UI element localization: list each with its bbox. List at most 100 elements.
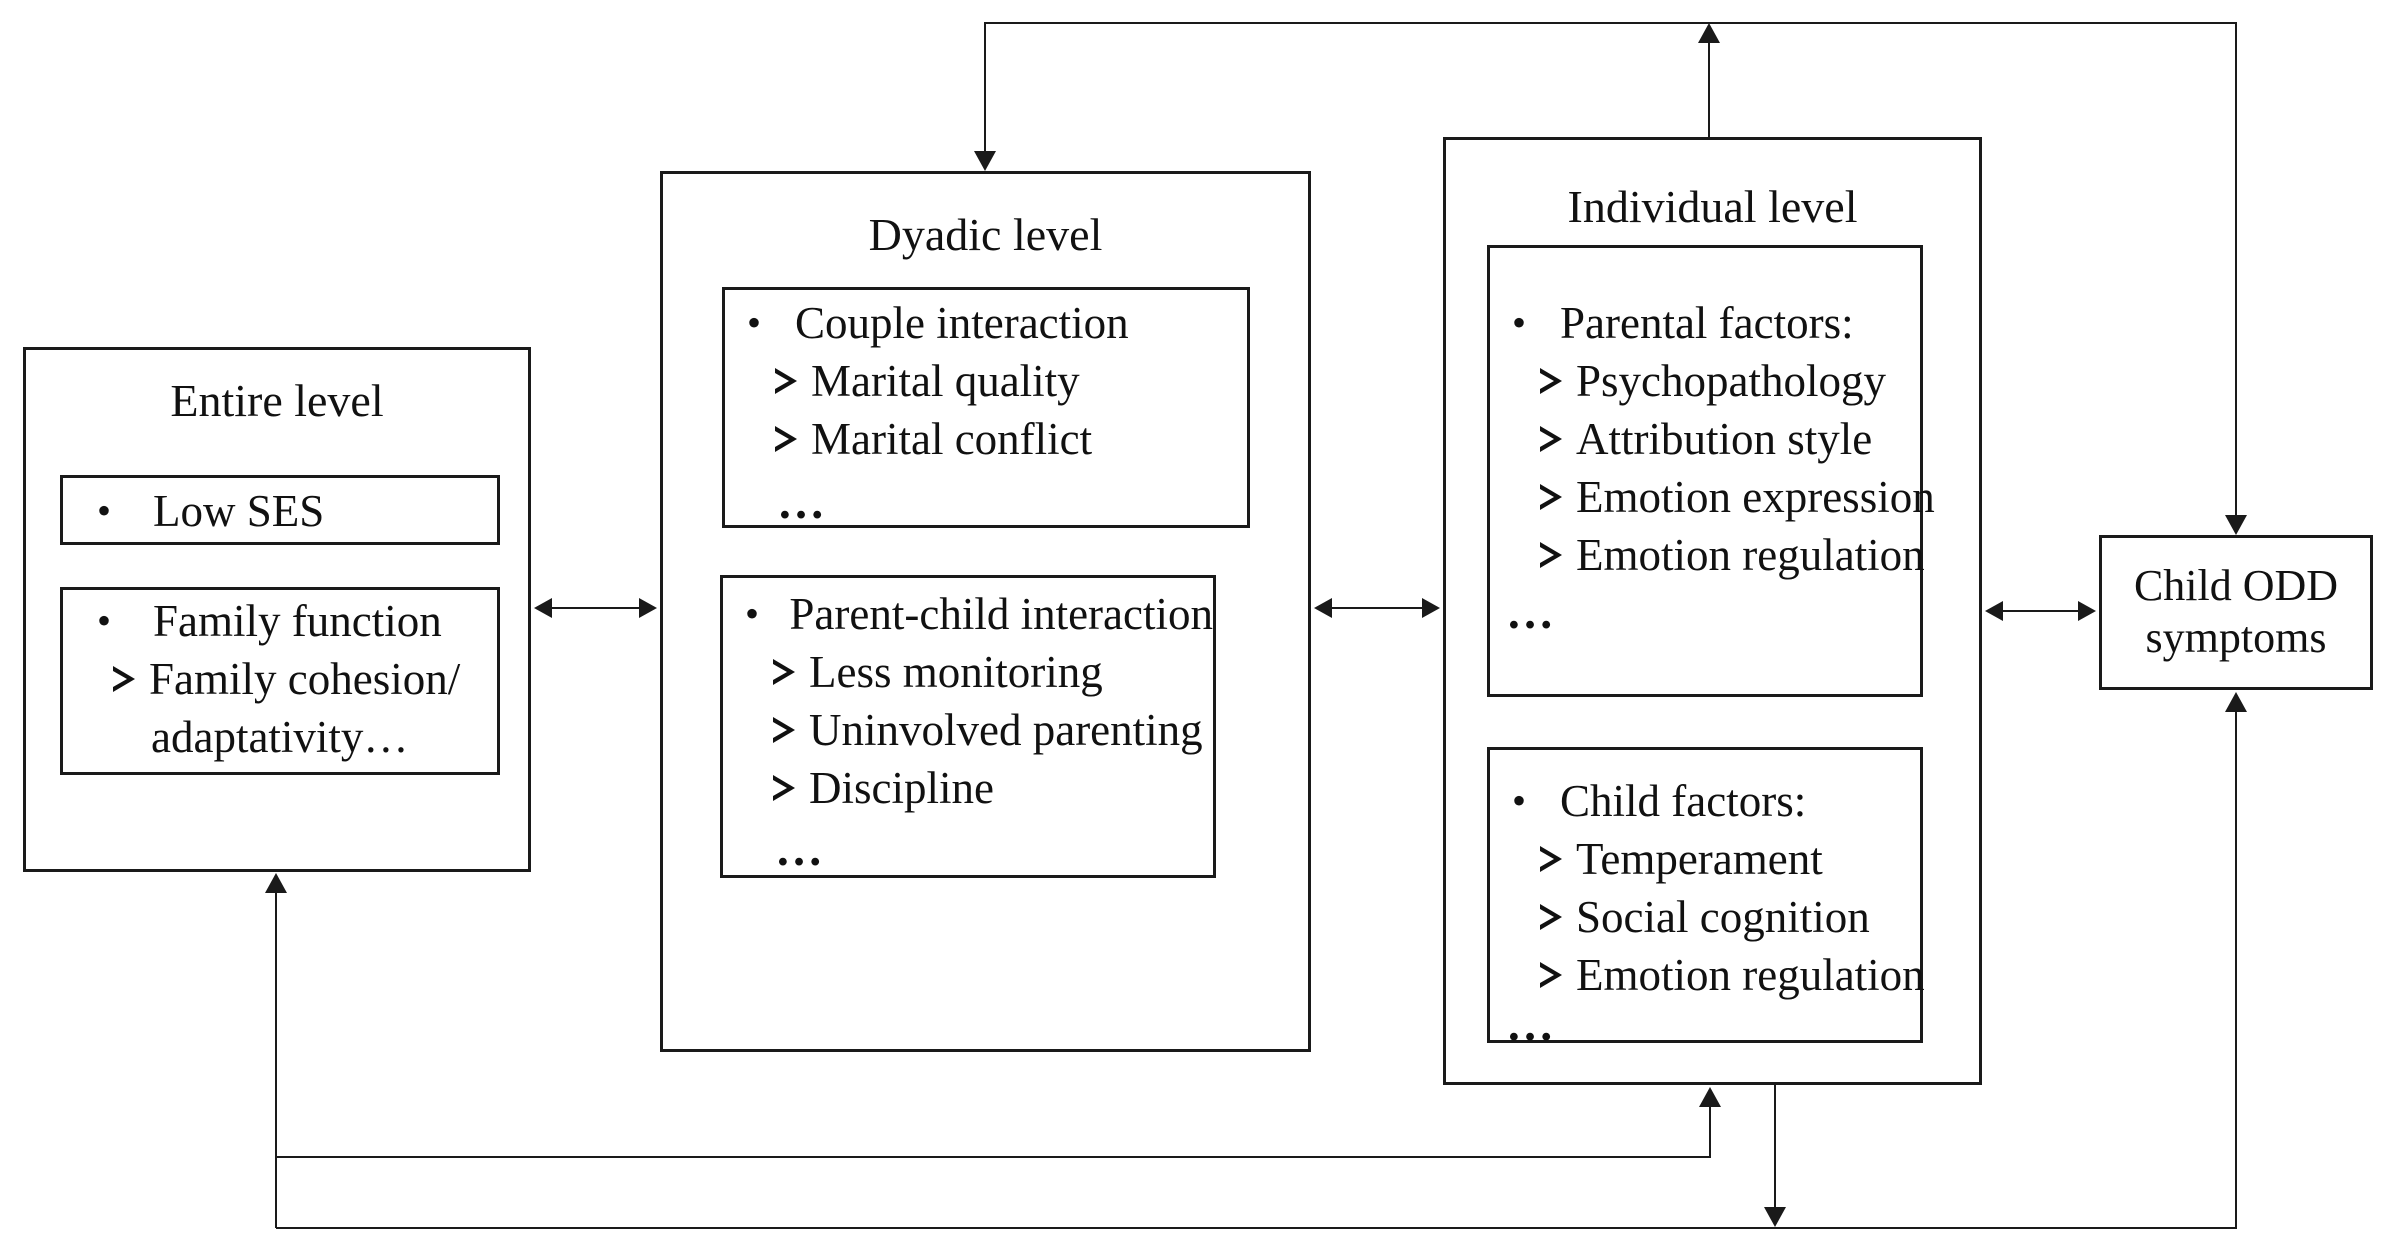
arrowhead-glyph-icon bbox=[773, 658, 805, 686]
arrowhead-glyph-icon bbox=[775, 367, 807, 395]
list-item: • Couple interaction bbox=[725, 290, 1247, 352]
arrowhead-into-individual-right-icon bbox=[1985, 601, 2003, 621]
list-item: • Parental factors: bbox=[1490, 248, 1920, 352]
sub-item-label: Temperament bbox=[1576, 834, 1823, 884]
outcome-label-line2: symptoms bbox=[2145, 613, 2327, 662]
arrowhead-into-dyadic-top-icon bbox=[974, 151, 996, 171]
arrowhead-glyph-icon bbox=[773, 774, 805, 802]
sub-item-label: Emotion regulation bbox=[1576, 950, 1925, 1000]
top-feedback-line bbox=[984, 22, 2237, 24]
individual-to-bottom-line bbox=[1774, 1085, 1776, 1209]
list-item: • Parent-child interaction bbox=[723, 578, 1213, 643]
list-item: • Child factors: bbox=[1490, 750, 1920, 830]
outcome-label: Child ODD symptoms bbox=[2102, 538, 2370, 664]
arrowhead-into-dyadic-right-icon bbox=[1314, 598, 1332, 618]
bullet-icon: • bbox=[1512, 300, 1527, 345]
sub-item-label: Marital conflict bbox=[811, 414, 1093, 464]
arrowhead-into-odd-top-icon bbox=[2225, 515, 2247, 535]
sub-item: Uninvolved parenting bbox=[723, 701, 1213, 759]
sub-item-label: adaptativity… bbox=[151, 712, 409, 762]
outcome-label-line1: Child ODD bbox=[2133, 561, 2339, 610]
sub-item-label: Attribution style bbox=[1576, 414, 1873, 464]
box-family-function: • Family function Family cohesion/ adapt… bbox=[60, 587, 500, 775]
double-arrow-individual-odd bbox=[2001, 610, 2080, 612]
sub-item: Emotion expression bbox=[1490, 468, 1935, 526]
arrowhead-into-individual-bottom-icon bbox=[1699, 1087, 1721, 1107]
arrowhead-glyph-icon bbox=[775, 425, 807, 453]
bullet-icon: • bbox=[97, 488, 112, 533]
arrowhead-glyph-icon bbox=[1540, 425, 1572, 453]
arrowhead-into-odd-left-icon bbox=[2078, 601, 2096, 621]
bottom-feedback-line-upper bbox=[276, 1156, 1710, 1158]
box-low-ses: • Low SES bbox=[60, 475, 500, 545]
arrowhead-glyph-icon bbox=[1540, 367, 1572, 395]
riser-into-individual-bottom bbox=[1709, 1105, 1711, 1158]
arrowhead-into-entire-right-icon bbox=[534, 598, 552, 618]
ellipsis-more: … bbox=[777, 476, 828, 529]
sub-item-label: Family cohesion/ bbox=[149, 654, 461, 704]
sub-item: Discipline bbox=[723, 759, 1213, 817]
riser-into-odd-bottom bbox=[2235, 710, 2237, 1229]
arrowhead-into-bottom-line-icon bbox=[1764, 1207, 1786, 1227]
arrowhead-up-at-top-line-icon bbox=[1698, 23, 1720, 43]
sub-item: Psychopathology bbox=[1490, 352, 1920, 410]
double-arrow-dyadic-individual bbox=[1330, 607, 1424, 609]
box-parent-child-interaction: • Parent-child interaction Less monitori… bbox=[720, 575, 1216, 878]
box-child-factors: • Child factors: Temperament Social cogn… bbox=[1487, 747, 1925, 1051]
sub-item-label: Discipline bbox=[809, 763, 994, 813]
riser-into-entire-bottom bbox=[275, 891, 277, 1228]
sub-item: Marital quality bbox=[725, 352, 1247, 410]
arrowhead-glyph-icon bbox=[1540, 541, 1572, 569]
item-label: Parent-child interaction bbox=[789, 589, 1213, 639]
sub-item: Marital conflict bbox=[725, 410, 1247, 468]
ellipsis-more: … bbox=[1506, 998, 1557, 1051]
list-item: • Low SES bbox=[63, 478, 497, 540]
sub-item: Temperament bbox=[1490, 830, 1920, 888]
arrowhead-glyph-icon bbox=[773, 716, 805, 744]
panel-title-dyadic: Dyadic level bbox=[868, 209, 1103, 260]
arrowhead-into-dyadic-left-icon bbox=[639, 598, 657, 618]
arrowhead-glyph-icon bbox=[113, 665, 145, 693]
bullet-icon: • bbox=[97, 598, 112, 643]
sub-item: Less monitoring bbox=[723, 643, 1213, 701]
arrowhead-glyph-icon bbox=[1540, 961, 1572, 989]
bullet-icon: • bbox=[1512, 778, 1527, 823]
arrowhead-into-odd-bottom-icon bbox=[2225, 692, 2247, 712]
sub-item: Family cohesion/ bbox=[63, 650, 497, 708]
top-line-left-drop bbox=[984, 22, 986, 153]
sub-item-label: Social cognition bbox=[1576, 892, 1870, 942]
double-arrow-entire-dyadic bbox=[550, 607, 642, 609]
sub-item: Attribution style bbox=[1490, 410, 1920, 468]
item-label: Family function bbox=[153, 596, 442, 646]
ellipsis-more: … bbox=[775, 823, 826, 876]
sub-item-label: Emotion expression bbox=[1576, 472, 1935, 522]
item-label: Parental factors: bbox=[1560, 298, 1854, 348]
sub-item-label: Psychopathology bbox=[1576, 356, 1886, 406]
sub-item: Emotion regulation bbox=[1490, 526, 1925, 584]
bottom-feedback-line-lower bbox=[276, 1227, 2237, 1229]
box-child-odd-symptoms: Child ODD symptoms bbox=[2099, 535, 2373, 690]
bullet-icon: • bbox=[747, 300, 762, 345]
sub-item-label: Less monitoring bbox=[809, 647, 1103, 697]
item-label: Child factors: bbox=[1560, 776, 1807, 826]
box-parental-factors: • Parental factors: Psychopathology Attr… bbox=[1487, 245, 1935, 697]
sub-item-label: Marital quality bbox=[811, 356, 1080, 406]
item-label: Low SES bbox=[153, 486, 325, 536]
top-line-right-drop bbox=[2235, 22, 2237, 517]
panel-title-individual: Individual level bbox=[1567, 181, 1858, 232]
arrowhead-glyph-icon bbox=[1540, 903, 1572, 931]
arrowhead-glyph-icon bbox=[1540, 483, 1572, 511]
item-label: Couple interaction bbox=[795, 298, 1129, 348]
sub-item-label: Emotion regulation bbox=[1576, 530, 1925, 580]
list-item: • Family function bbox=[63, 590, 497, 650]
individual-to-top-line bbox=[1708, 40, 1710, 138]
panel-title-entire: Entire level bbox=[170, 375, 384, 426]
sub-item-continuation: adaptativity… bbox=[63, 708, 497, 766]
arrowhead-into-entire-bottom-icon bbox=[265, 873, 287, 893]
sub-item: Social cognition bbox=[1490, 888, 1920, 946]
sub-item: Emotion regulation bbox=[1490, 946, 1925, 1004]
arrowhead-into-individual-left-icon bbox=[1422, 598, 1440, 618]
bullet-icon: • bbox=[745, 591, 760, 636]
box-couple-interaction: • Couple interaction Marital quality Mar… bbox=[722, 287, 1250, 529]
